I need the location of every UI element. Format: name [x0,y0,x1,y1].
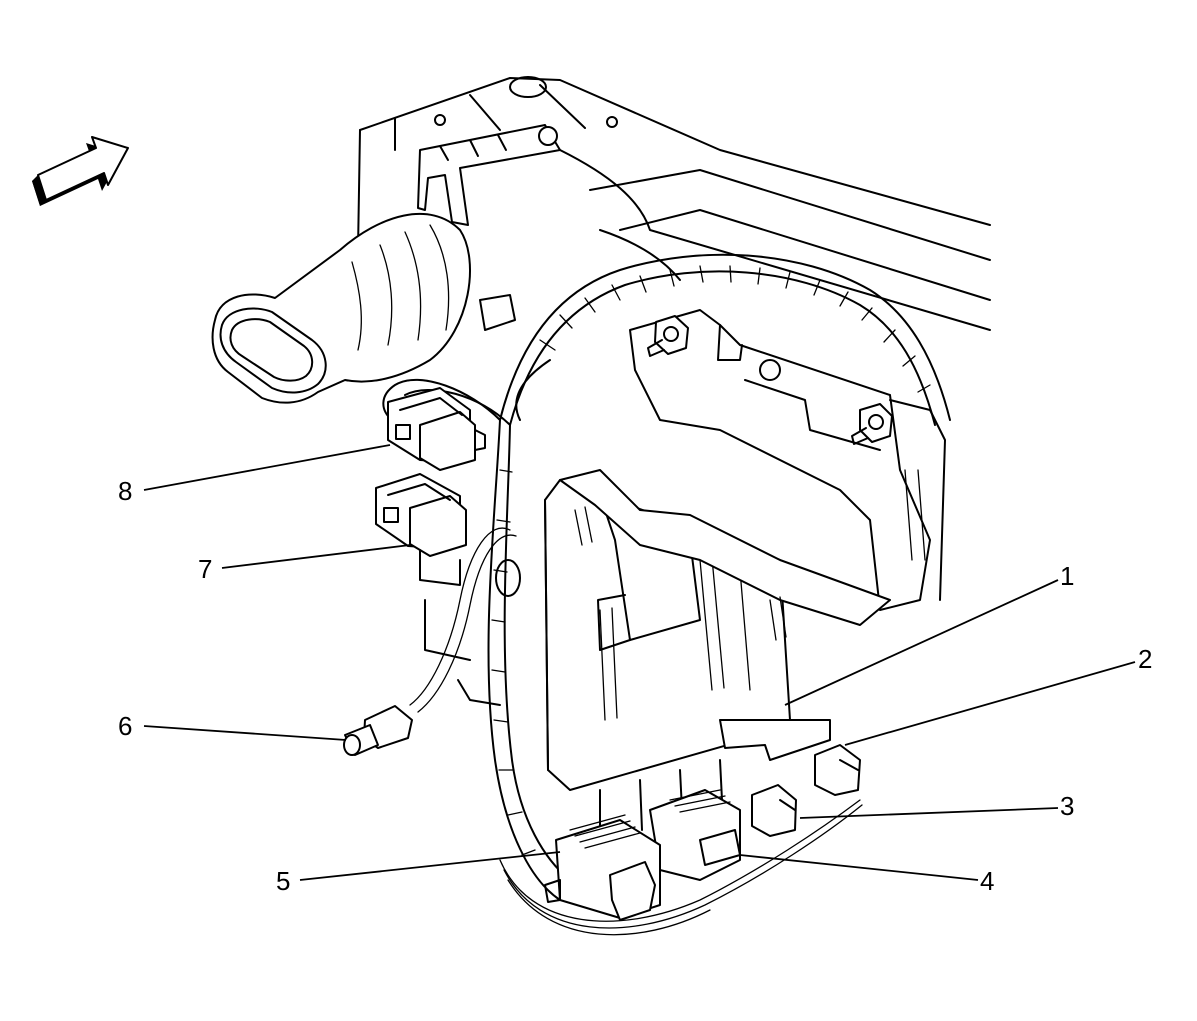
relay-7 [375,473,501,706]
connector-2 [814,744,861,796]
sensor-6 [343,527,521,756]
connector-3 [751,784,797,837]
callout-7: 7 [198,554,212,584]
control-module [544,469,891,841]
connector-5 [544,814,661,921]
callout-3: 3 [1060,791,1074,821]
connector-4 [649,789,741,881]
callout-1: 1 [1060,561,1074,591]
callout-5: 5 [276,866,290,896]
air-duct [211,212,516,404]
wiring-harness [382,253,951,936]
relay-8 [387,387,486,471]
frame-crossmember [357,76,991,331]
stud-right [851,403,893,445]
callout-4: 4 [980,866,994,896]
callout-6: 6 [118,711,132,741]
callout-8: 8 [118,476,132,506]
callout-labels: 1 2 3 4 5 6 7 8 [118,476,1152,896]
module-bracket [629,309,946,611]
callout-leaders [143,444,1136,881]
forward-arrow-icon [32,136,129,206]
callout-2: 2 [1138,644,1152,674]
stud-left [647,315,689,357]
